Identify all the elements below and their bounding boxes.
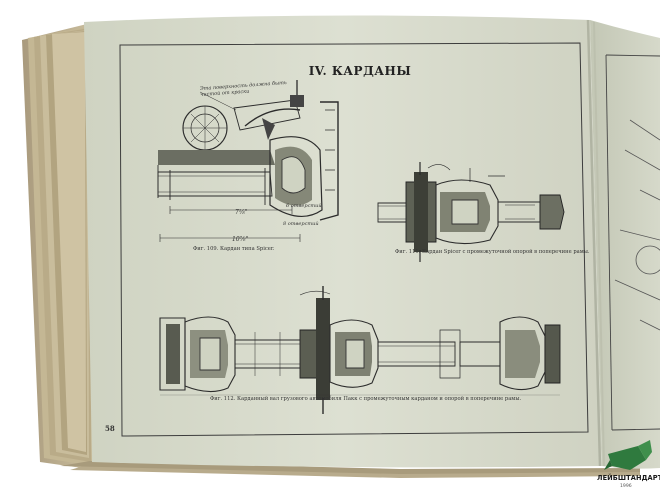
figure-112-caption: Фиг. 112. Карданный вал грузового автомо… (210, 396, 522, 402)
dimension-c: 6 отверстий (286, 203, 322, 209)
page-stack (22, 22, 640, 478)
figure-112-drawing (159, 286, 561, 414)
watermark-year: 1996 (620, 484, 632, 489)
right-page-drawing (614, 119, 660, 331)
figure-111-drawing (377, 162, 565, 262)
watermark-brand: ЛЕЙБШТАНДАРТ (597, 474, 660, 482)
figure-109-caption: Фиг. 109. Кардан типа Spicer. (193, 246, 275, 252)
right-page (590, 20, 660, 469)
dimension-d: 8 отверстий (283, 221, 319, 227)
dimension-a: 7⅛" (235, 209, 248, 216)
figure-111-caption: Фиг. 111. Кардан Spicer с промежуточной … (395, 249, 590, 255)
page-frame (119, 42, 589, 437)
section-title: IV. КАРДАНЫ (308, 64, 412, 78)
dimension-b: 10⅞" (232, 236, 249, 243)
figure-109-drawing (157, 80, 339, 242)
leibstandart-logo (604, 440, 652, 470)
page-number: 58 (105, 424, 115, 433)
